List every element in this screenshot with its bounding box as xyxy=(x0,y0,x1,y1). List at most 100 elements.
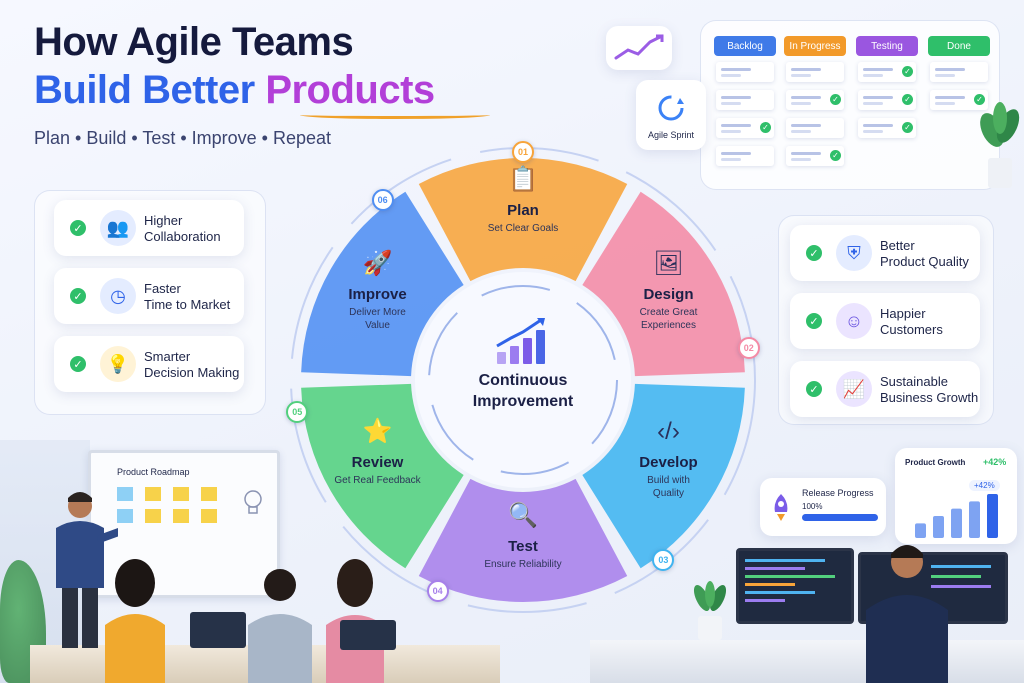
review-feedback-icon: ⭐ xyxy=(362,418,393,445)
page-title-line1: How Agile Teams xyxy=(34,20,354,64)
cycle-stage-title: Plan xyxy=(507,202,539,219)
stage-number-badge: 04 xyxy=(426,580,449,603)
team-member-2 xyxy=(240,565,320,683)
kanban-task-card xyxy=(858,90,916,110)
check-icon: ✓ xyxy=(902,122,913,133)
clock-icon: ◷ xyxy=(100,278,136,314)
title-underline xyxy=(300,111,490,119)
sticky-note xyxy=(117,509,133,523)
benefit-line2: Time to Market xyxy=(144,297,231,312)
plant-icon xyxy=(978,100,1022,190)
developer-person xyxy=(852,540,962,683)
sticky-note xyxy=(145,509,161,523)
monitor-left xyxy=(736,548,854,624)
growth-bars-icon xyxy=(496,318,545,364)
benefit-line1: Happier xyxy=(880,306,926,321)
desk-plant xyxy=(690,580,730,642)
kanban-column-done: Done xyxy=(928,36,990,56)
benefit-line2: Collaboration xyxy=(144,229,221,244)
kanban-task-card xyxy=(786,118,844,138)
product-growth-card: Product Growth +42% +42% xyxy=(895,448,1017,544)
cycle-stage-subtitle: Get Real Feedback xyxy=(318,474,438,487)
release-progress-title: Release Progress xyxy=(802,488,874,498)
kanban-column-backlog: Backlog xyxy=(714,36,776,56)
kanban-column-testing: Testing xyxy=(856,36,918,56)
test-magnifier-icon: 🔍 xyxy=(508,502,538,529)
agile-sprint-label: Agile Sprint xyxy=(647,130,695,140)
check-icon: ✓ xyxy=(902,94,913,105)
kanban-task-card xyxy=(930,90,988,110)
product-growth-badge-small: +42% xyxy=(969,480,1000,491)
laptop-2 xyxy=(340,620,396,650)
growth-bar xyxy=(951,508,962,538)
lightbulb-icon: 💡 xyxy=(100,346,136,382)
benefit-line1: Better xyxy=(880,238,915,253)
sprint-cycle-icon xyxy=(658,95,684,121)
stage-number-badge: 05 xyxy=(286,400,309,423)
center-circle xyxy=(415,272,631,488)
benefit-line1: Higher xyxy=(144,213,183,228)
subtitle-line1: Set Clear Goals xyxy=(487,223,559,234)
growth-bar xyxy=(969,501,980,538)
growth-bar xyxy=(915,523,926,538)
kanban-task-card xyxy=(716,118,774,138)
sticky-note xyxy=(173,487,189,501)
customer-icon: ☺ xyxy=(836,303,872,339)
growth-chart-icon: 📈 xyxy=(836,371,872,407)
growth-bar xyxy=(933,516,944,538)
subtitle-line1: Get Real Feedback xyxy=(334,475,421,486)
cycle-stage-title: Improve xyxy=(348,286,407,303)
rocket-icon xyxy=(774,494,788,521)
check-icon: ✓ xyxy=(830,150,841,161)
benefit-line1: Smarter xyxy=(144,349,191,364)
kanban-task-card xyxy=(930,62,988,82)
subtitle-line2: Experiences xyxy=(640,320,696,331)
sticky-note xyxy=(117,487,133,501)
laptop-1 xyxy=(190,612,246,648)
agile-cycle-diagram xyxy=(290,147,756,613)
cycle-stage-subtitle: Set Clear Goals xyxy=(463,222,583,235)
check-icon: ✓ xyxy=(974,94,985,105)
stage-number-badge: 06 xyxy=(371,189,394,212)
product-growth-title: Product Growth xyxy=(905,458,966,467)
product-growth-bars xyxy=(915,494,998,538)
background-desk-right xyxy=(590,640,1024,683)
center-cycle-arrows xyxy=(428,285,618,475)
team-member-1 xyxy=(95,555,175,683)
page-title-build-better: Build Better xyxy=(34,68,255,112)
cycle-segment-review xyxy=(301,383,464,569)
cycle-segment-plan xyxy=(418,158,628,282)
kanban-task-card xyxy=(786,90,844,110)
plan-target-icon: 📋 xyxy=(508,166,538,193)
agile-sprint-card: Agile Sprint xyxy=(636,80,706,150)
product-growth-badge: +42% xyxy=(983,457,1007,467)
team-member-3 xyxy=(320,555,390,683)
check-icon: ✓ xyxy=(70,220,86,236)
release-progress-fill xyxy=(802,514,878,521)
cycle-segment-improve xyxy=(301,191,464,377)
sticky-note xyxy=(201,487,217,501)
benefit-line2: Decision Making xyxy=(144,365,240,380)
cycle-stage-title: Develop xyxy=(639,454,698,471)
improve-rocket-icon: 🚀 xyxy=(362,250,393,277)
center-title-line1: Continuous xyxy=(478,372,568,389)
kanban-task-card xyxy=(786,62,844,82)
growth-bar xyxy=(987,494,998,538)
release-progress-value: 100% xyxy=(802,502,823,511)
check-icon: ✓ xyxy=(70,288,86,304)
subtitle-line1: Deliver More xyxy=(349,307,406,318)
cycle-stage-title: Design xyxy=(643,286,694,303)
benefit-line1: Faster xyxy=(144,281,181,296)
kanban-task-card xyxy=(786,146,844,166)
cycle-stage-title: Review xyxy=(351,454,404,471)
check-icon: ✓ xyxy=(760,122,771,133)
cycle-stage-subtitle: Ensure Reliability xyxy=(463,558,583,571)
subtitle-line1: Ensure Reliability xyxy=(484,559,562,570)
sticky-note xyxy=(145,487,161,501)
release-progress-track xyxy=(802,514,878,521)
